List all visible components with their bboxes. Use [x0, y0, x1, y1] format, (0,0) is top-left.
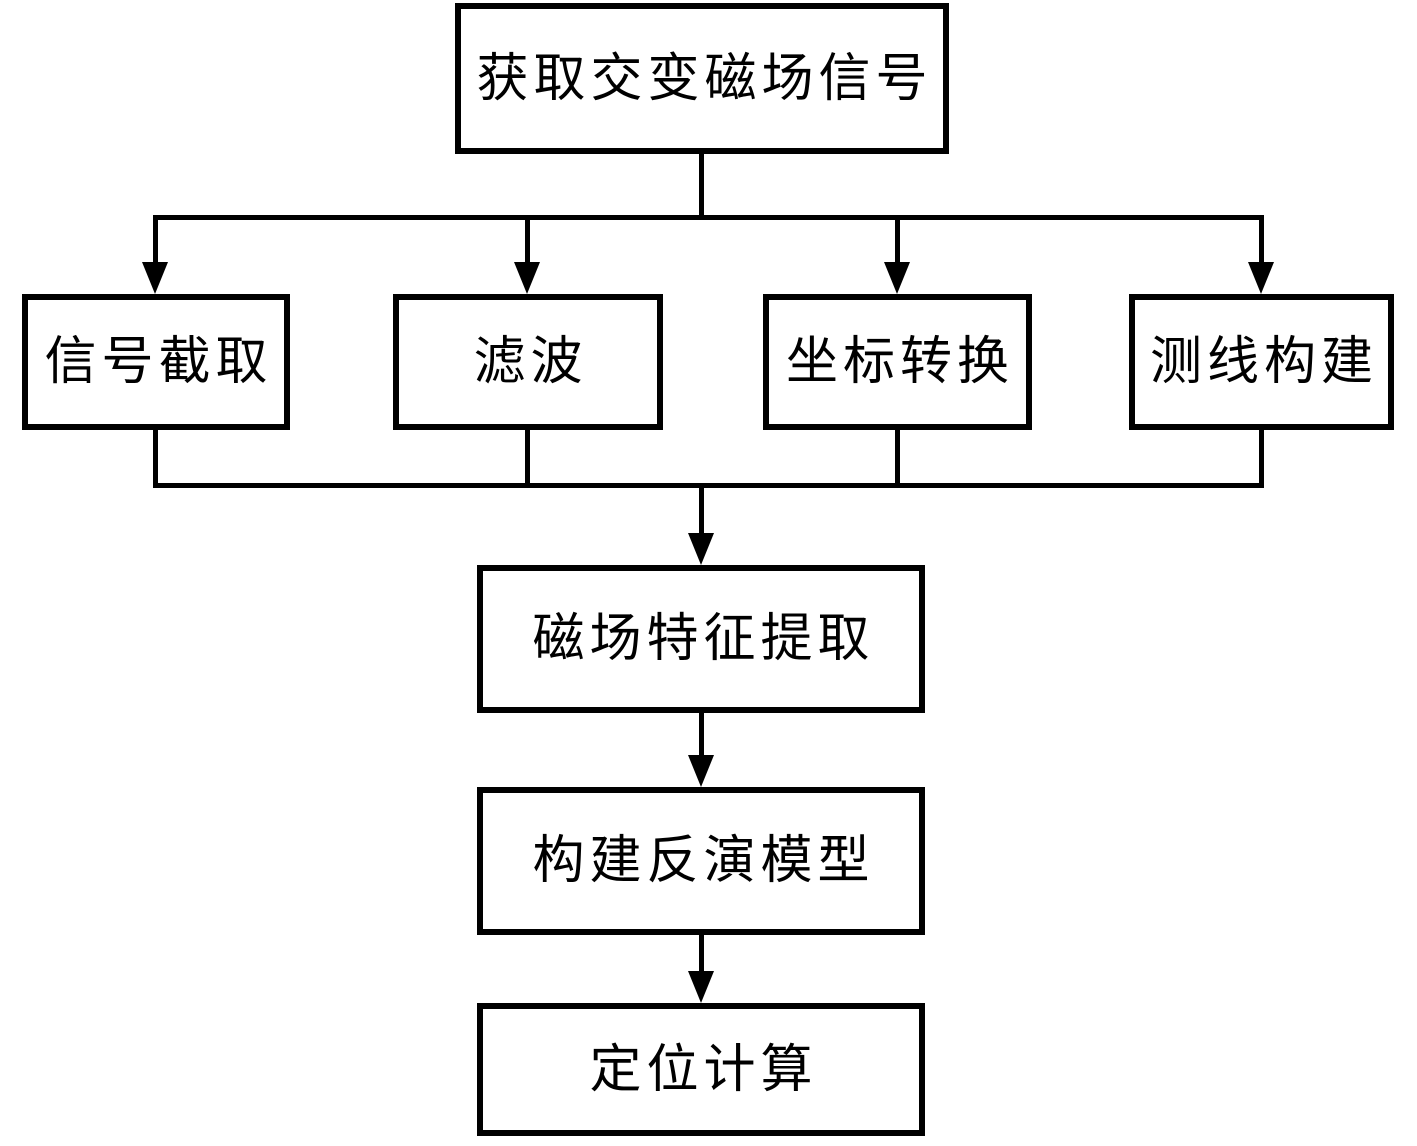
arrowhead-coord	[884, 262, 910, 294]
arrowhead-feature	[688, 533, 714, 565]
node-field-feature-extract-label: 磁场特征提取	[532, 609, 875, 669]
edge-acquire-stem	[699, 154, 704, 220]
arrowhead-survey	[1248, 262, 1274, 294]
edge-collector-stem	[699, 483, 704, 537]
node-filter-label: 滤波	[473, 332, 588, 392]
node-coordinate-transform: 坐标转换	[763, 294, 1032, 430]
edge-filter-out	[525, 429, 530, 488]
arrowhead-locate	[688, 971, 714, 1003]
node-acquire-signal: 获取交变磁场信号	[455, 3, 949, 154]
edge-distribution-bar	[153, 215, 1264, 220]
node-signal-intercept: 信号截取	[22, 294, 290, 430]
arrowhead-intercept	[142, 262, 168, 294]
node-acquire-signal-label: 获取交变磁场信号	[476, 48, 933, 109]
arrowhead-model	[688, 755, 714, 787]
node-survey-line-build: 测线构建	[1129, 294, 1394, 430]
node-inversion-model-label: 构建反演模型	[532, 831, 875, 891]
edge-feature-model	[699, 713, 704, 759]
node-survey-line-build-label: 测线构建	[1149, 332, 1378, 392]
node-position-calc: 定位计算	[477, 1003, 925, 1136]
edge-survey-out	[1259, 429, 1264, 488]
node-position-calc-label: 定位计算	[589, 1039, 818, 1100]
node-coordinate-transform-label: 坐标转换	[785, 332, 1014, 392]
edge-collector-bar	[153, 483, 1264, 488]
edge-model-locate	[699, 935, 704, 975]
node-filter: 滤波	[393, 294, 663, 430]
edge-branch-intercept	[153, 215, 158, 268]
edge-branch-filter	[525, 215, 530, 268]
node-field-feature-extract: 磁场特征提取	[477, 565, 925, 713]
edge-branch-coord	[895, 215, 900, 268]
arrowhead-filter	[514, 262, 540, 294]
edge-coord-out	[895, 429, 900, 488]
edge-branch-survey	[1259, 215, 1264, 268]
node-signal-intercept-label: 信号截取	[44, 332, 273, 392]
edge-intercept-out	[153, 429, 158, 488]
node-inversion-model: 构建反演模型	[477, 787, 925, 935]
